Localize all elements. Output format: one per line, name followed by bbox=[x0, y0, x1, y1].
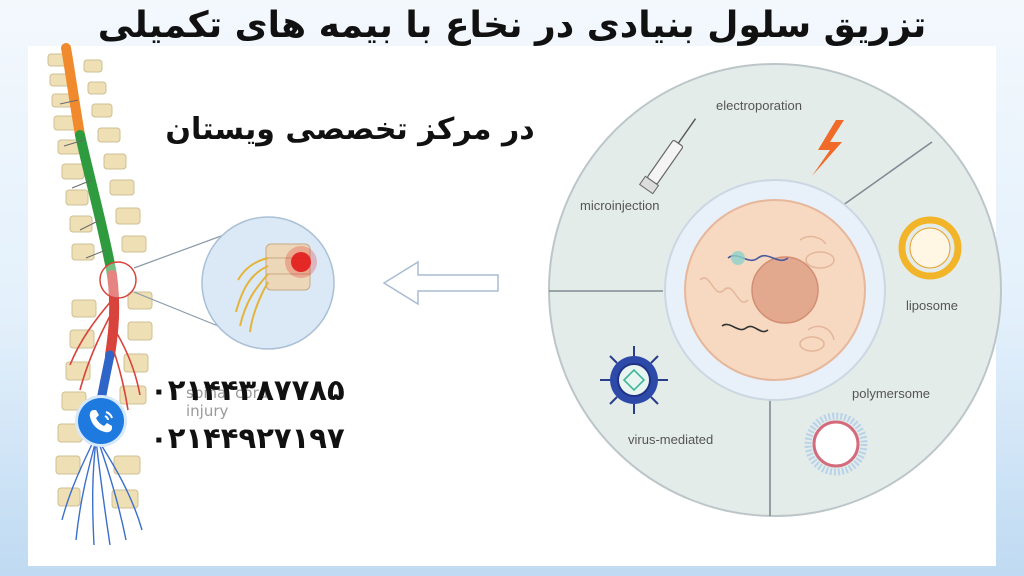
injury-zoom-circle bbox=[201, 216, 335, 350]
label-microinjection: microinjection bbox=[580, 198, 660, 213]
phone-icon bbox=[89, 410, 113, 433]
liposome-icon bbox=[898, 216, 962, 280]
page-title: تزریق سلول بنیادی در نخاع با بیمه های تک… bbox=[97, 5, 927, 46]
label-polymersome: polymersome bbox=[852, 386, 931, 401]
left-arrow-icon bbox=[382, 260, 499, 306]
call-button[interactable] bbox=[78, 398, 124, 444]
phone-number-1[interactable]: ۰۲۱۴۴۳۸۷۷۸۵ bbox=[150, 373, 345, 407]
phone-number-2[interactable]: ۰۲۱۴۴۹۲۷۱۹۷ bbox=[150, 421, 345, 455]
syringe-icon bbox=[638, 118, 697, 195]
lightning-icon bbox=[812, 120, 844, 176]
virus-icon bbox=[600, 346, 668, 414]
watermark-text: spinal cord injury bbox=[186, 384, 268, 420]
label-liposome: liposome bbox=[906, 298, 959, 313]
spine-illustration bbox=[47, 43, 153, 546]
delivery-methods-diagram bbox=[548, 63, 1002, 517]
page-subtitle: در مرکز تخصصی ویستان bbox=[165, 112, 535, 147]
polymersome-icon bbox=[804, 412, 868, 476]
label-electroporation: electroporation bbox=[716, 98, 802, 113]
label-virus-mediated: virus-mediated bbox=[628, 432, 714, 447]
